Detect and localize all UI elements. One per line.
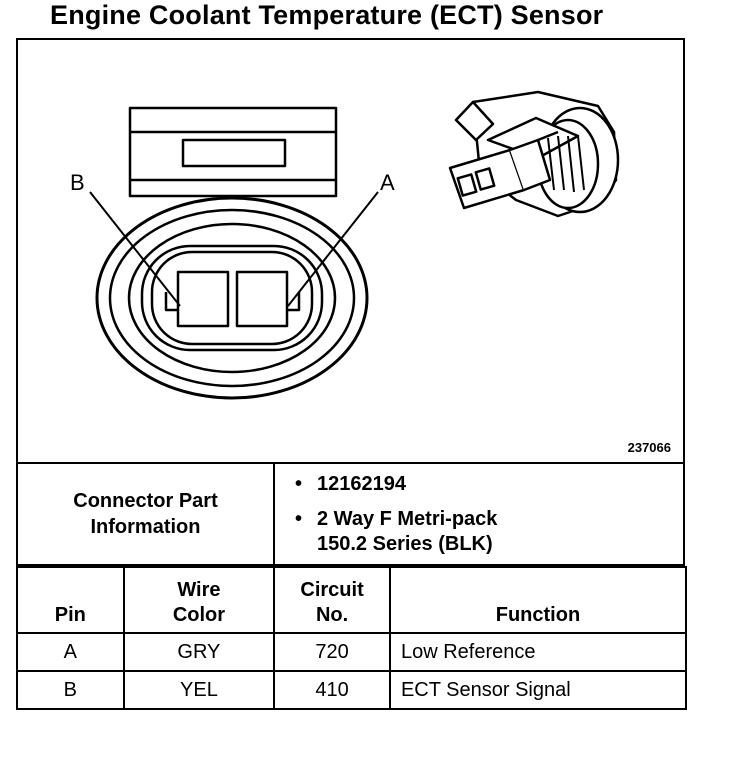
header-function: Function [388, 566, 688, 634]
info-label-line1: Connector Part [73, 490, 218, 512]
diagram-title: Engine Coolant Temperature (ECT) Sensor [50, 0, 604, 30]
figure-id: 237066 [627, 440, 671, 455]
info-label-line2: Information [90, 516, 201, 538]
key-right [287, 292, 301, 312]
key-left [164, 292, 178, 312]
terminal-b [176, 270, 230, 328]
cell-wire-color: GRY [122, 632, 276, 672]
cell-pin: A [16, 632, 125, 672]
pin-table: Pin Wire Color Circuit No. Function A GR… [16, 566, 688, 710]
header-circuit: Circuit No. [273, 566, 391, 634]
connector-series: 150.2 Series (BLK) [317, 533, 493, 555]
header-pin: Pin [16, 566, 125, 634]
connector-description: 2 Way F Metri-pack [295, 507, 683, 532]
pin-label-a: A [380, 170, 395, 195]
middle-seal-ring [108, 208, 356, 388]
table-row: B YEL 410 ECT Sensor Signal [16, 670, 688, 710]
latch-window [181, 138, 287, 168]
pin-label-b: B [70, 170, 85, 195]
table-row: A GRY 720 Low Reference [16, 632, 688, 672]
connector-latch-housing [128, 106, 338, 198]
connector-info-label: Connector Part Information [18, 464, 275, 564]
connector-isometric-view [448, 90, 620, 218]
header-wire-color: Wire Color [122, 566, 276, 634]
connector-part-info: Connector Part Information 12162194 2 Wa… [16, 464, 685, 566]
cell-wire-color: YEL [122, 670, 276, 710]
connector-diagram: B A 237066 [16, 38, 685, 464]
cell-circuit: 410 [273, 670, 391, 710]
leader-line-a [287, 191, 379, 307]
leader-line-b [89, 191, 181, 307]
part-number: 12162194 [295, 472, 683, 497]
outer-seal-ring [95, 196, 369, 400]
cell-circuit: 720 [273, 632, 391, 672]
connector-face-drawing [89, 90, 620, 400]
cell-pin: B [16, 670, 125, 710]
terminal-a [235, 270, 289, 328]
inner-seal-ring [127, 222, 337, 374]
cell-function: ECT Sensor Signal [388, 670, 688, 710]
connector-info-values: 12162194 2 Way F Metri-pack 150.2 Series… [275, 464, 683, 564]
pin-table-header: Pin Wire Color Circuit No. Function [16, 566, 688, 634]
cell-function: Low Reference [388, 632, 688, 672]
terminal-cavity [150, 250, 314, 346]
